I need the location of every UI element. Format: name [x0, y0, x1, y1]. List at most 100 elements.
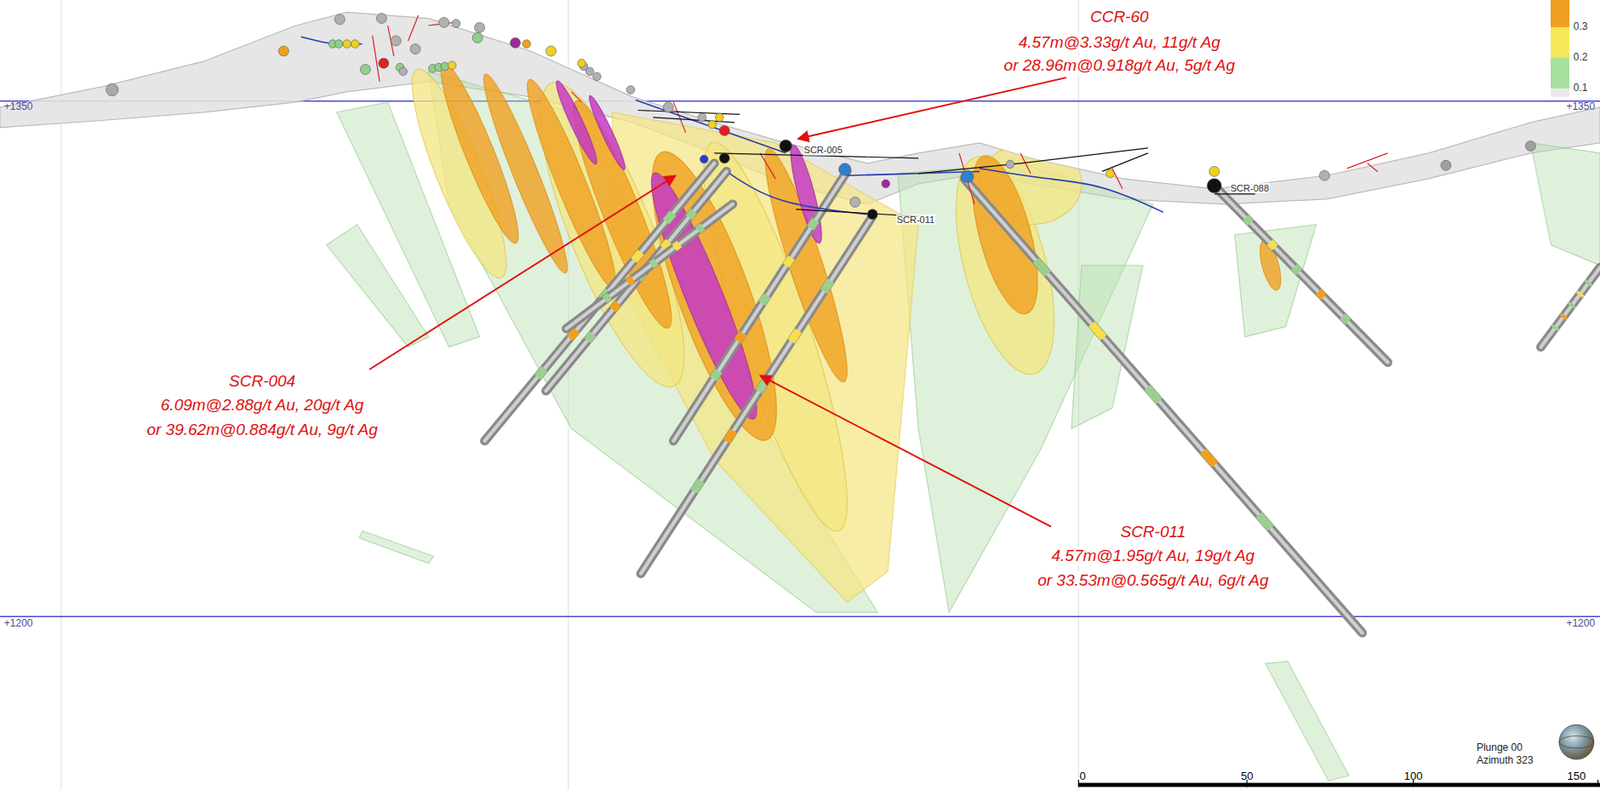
very-high-grade-shell [585, 93, 629, 172]
drill-hole [964, 178, 1363, 634]
drill-hole [640, 216, 873, 574]
view-compass [1559, 724, 1595, 760]
sample-marker [1106, 169, 1115, 178]
sample-marker [439, 17, 450, 28]
assay-interval [1587, 281, 1589, 285]
sample-marker [447, 61, 457, 70]
assay-result: 4.57m@3.33g/t Au, 11g/t Ag [1016, 33, 1223, 52]
assay-interval [1579, 292, 1582, 296]
sample-marker [360, 64, 371, 75]
legend-swatch [1550, 0, 1570, 28]
high-grade-shell [959, 148, 1052, 320]
elevation-label: +1200 [4, 617, 34, 630]
leader-arrow [369, 175, 676, 370]
assay-interval [666, 213, 674, 223]
collar-label: SCR-011 [896, 213, 936, 225]
assay-interval [688, 211, 694, 218]
assay-interval [759, 380, 766, 392]
assay-interval [587, 333, 593, 341]
contact-line [979, 168, 1164, 213]
assay-interval [674, 244, 680, 248]
sample-marker [662, 102, 674, 113]
sample-marker [577, 59, 587, 69]
scale-number: 100 [1404, 770, 1423, 783]
low-grade-shell [326, 224, 429, 348]
collar-label: SCR-005 [803, 144, 844, 156]
sample-marker [350, 40, 360, 49]
fault-trace [760, 153, 776, 179]
elevation-label: +1350 [1565, 101, 1595, 114]
sample-marker [106, 83, 119, 96]
drill-hole [673, 171, 847, 441]
sample-marker [700, 154, 709, 164]
section-trace [1102, 153, 1149, 172]
elevation-line [0, 615, 1600, 617]
legend-bar [1550, 88, 1570, 98]
assay-interval [1269, 242, 1275, 248]
assay-interval [1091, 324, 1104, 338]
sample-marker [390, 35, 401, 46]
sample-marker [1525, 140, 1536, 151]
drill-hole [1214, 185, 1389, 362]
sample-marker [522, 40, 532, 49]
sample-marker [708, 120, 717, 129]
sample-marker [474, 22, 486, 33]
assay-interval [713, 371, 719, 379]
sample-marker [850, 196, 861, 207]
assay-interval [697, 226, 703, 230]
leader-arrow [760, 375, 1052, 526]
scale-tick [1597, 779, 1599, 787]
drill-hole [565, 204, 732, 329]
leader-arrow [798, 77, 1067, 139]
drill-hole [1214, 185, 1389, 362]
assay-interval [628, 279, 634, 283]
sample-marker [1005, 160, 1015, 169]
assay-result: 6.09m@2.88g/t Au, 20g/t Ag [158, 395, 367, 415]
sample-marker [867, 209, 878, 220]
sample-marker [342, 40, 352, 49]
drill-hole [565, 204, 732, 329]
sample-marker [1319, 170, 1330, 181]
sample-marker [626, 85, 635, 95]
section-trace [637, 109, 740, 115]
drill-hole [640, 216, 873, 574]
sample-marker [1206, 178, 1222, 194]
assay-interval [634, 251, 641, 261]
assay-interval [737, 332, 743, 341]
assay-interval [1562, 314, 1565, 318]
elevation-label: +1200 [1565, 617, 1595, 630]
legend-value: 0.3 [1573, 21, 1589, 34]
assay-interval [1147, 387, 1160, 401]
assay-result: or 28.96m@0.918g/t Au, 5g/t Ag [1001, 56, 1238, 75]
hole-name: CCR-60 [1087, 7, 1152, 27]
section-trace [918, 148, 1149, 174]
assay-interval [761, 295, 767, 303]
sample-marker [1209, 165, 1220, 177]
sample-marker [779, 139, 792, 152]
fault-trace [1347, 153, 1389, 169]
fault-trace [372, 35, 380, 82]
sample-marker [376, 13, 387, 24]
assay-interval [694, 480, 702, 492]
legend-swatch [1550, 57, 1570, 89]
assay-interval [1294, 267, 1300, 273]
scale-number: 150 [1567, 770, 1587, 783]
fault-trace [408, 15, 419, 41]
sample-marker [440, 62, 450, 71]
contact-line [846, 171, 980, 176]
hole-name: SCR-004 [226, 371, 298, 391]
assay-interval [1342, 316, 1349, 322]
sample-marker [585, 67, 595, 76]
sample-marker [278, 45, 289, 57]
view-orientation: Azimuth 323 [1476, 755, 1534, 768]
sample-marker [960, 170, 973, 183]
view-compass [1559, 735, 1595, 748]
contact-line [729, 173, 868, 215]
low-grade-shell [359, 530, 435, 563]
sample-marker [839, 163, 852, 176]
elevation-label: +1350 [4, 101, 34, 114]
assay-interval [791, 330, 799, 342]
sample-marker [509, 37, 520, 48]
